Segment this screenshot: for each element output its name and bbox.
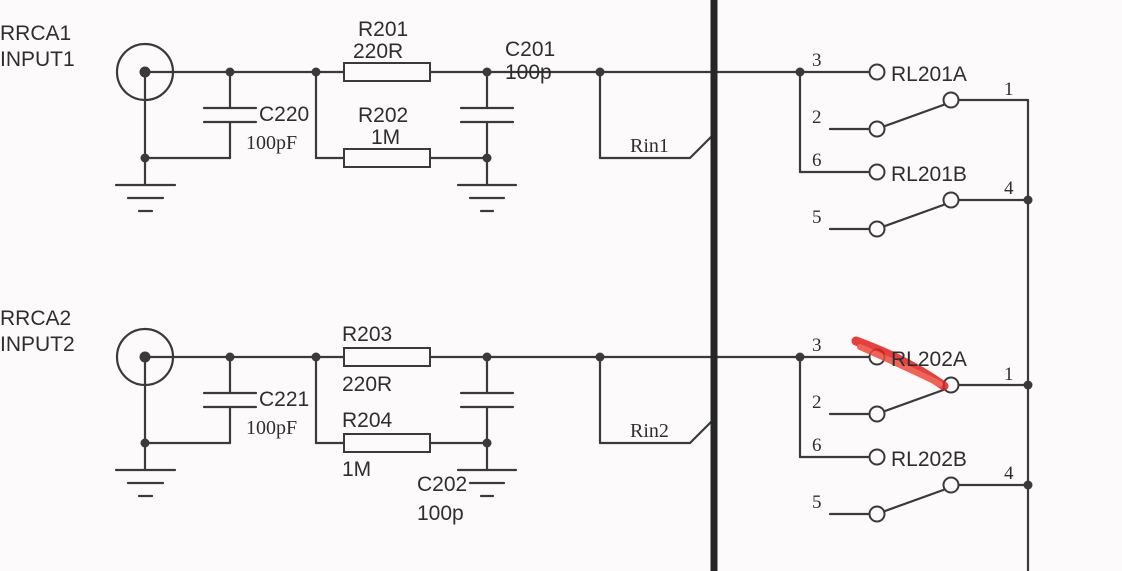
rl201b-label: RL201B	[891, 163, 967, 186]
net-rin2-label: Rin2	[630, 420, 669, 442]
c220-ref-label: C220	[259, 103, 309, 126]
r202-ref-label: R202	[358, 104, 408, 127]
ground-symbol-4	[456, 468, 518, 498]
r204-ref-label: R204	[342, 409, 393, 432]
red-marker-annotation	[851, 336, 949, 391]
relay-rl201a[interactable]	[828, 63, 1030, 138]
rl202b-pin-4: 4	[1004, 463, 1014, 484]
rl202a-pin-3: 3	[812, 335, 822, 356]
c201-value-label: 100p	[505, 61, 552, 84]
rl201a-label: RL201A	[891, 63, 967, 86]
c221-value-label: 100pF	[246, 417, 297, 439]
rl201a-pin-2: 2	[812, 107, 822, 128]
resistor-r204[interactable]	[343, 433, 431, 453]
rl202a-pin-1: 1	[1004, 364, 1014, 385]
r202-value-label: 1M	[371, 126, 400, 149]
rl201a-pin-3: 3	[812, 50, 822, 71]
capacitor-c220[interactable]	[202, 70, 258, 160]
net-rin2-line	[598, 355, 716, 445]
net-rin1-label: Rin1	[630, 135, 669, 157]
relay-rl201b[interactable]	[828, 163, 1030, 238]
resistor-r203[interactable]	[343, 347, 431, 367]
rl202b-pin-6: 6	[812, 435, 822, 456]
c202-value-label: 100p	[417, 502, 464, 525]
rl201b-pin-4: 4	[1004, 178, 1014, 199]
c220-value-label: 100pF	[246, 132, 297, 154]
c201-ref-label: C201	[505, 38, 555, 61]
ground-symbol-1	[114, 183, 177, 213]
rl202a-pin-2: 2	[812, 392, 822, 413]
rl202b-pin-5: 5	[812, 492, 822, 513]
net-rin1-line	[598, 70, 716, 160]
connector-2-name: INPUT2	[0, 333, 75, 356]
connector-1-name: INPUT1	[0, 48, 75, 71]
rl201a-pin-1: 1	[1004, 79, 1014, 100]
capacitor-c202[interactable]	[459, 355, 515, 472]
r203-value-label: 220R	[342, 373, 392, 396]
relay-rl202b[interactable]	[828, 448, 1030, 523]
channel-1	[114, 42, 1033, 238]
rl201b-pin-6: 6	[812, 150, 822, 171]
c221-ref-label: C221	[259, 388, 309, 411]
rl202b-label: RL202B	[891, 448, 967, 471]
resistor-r201[interactable]	[343, 62, 431, 82]
connector-2-ref: RRCA2	[0, 307, 71, 330]
capacitor-c201[interactable]	[459, 70, 515, 187]
rl202a-label: RL202A	[891, 348, 967, 371]
rl201b-pin-5: 5	[812, 207, 822, 228]
ground-symbol-3	[114, 468, 177, 498]
r201-ref-label: R201	[358, 18, 408, 41]
ground-symbol-2	[456, 183, 518, 213]
r203-ref-label: R203	[342, 323, 392, 346]
c202-ref-label: C202	[417, 473, 467, 496]
resistor-r202[interactable]	[343, 148, 431, 168]
connector-1-ref: RRCA1	[0, 22, 71, 45]
r204-value-label: 1M	[342, 458, 371, 481]
capacitor-c221[interactable]	[202, 355, 258, 445]
r201-value-label: 220R	[353, 40, 403, 63]
